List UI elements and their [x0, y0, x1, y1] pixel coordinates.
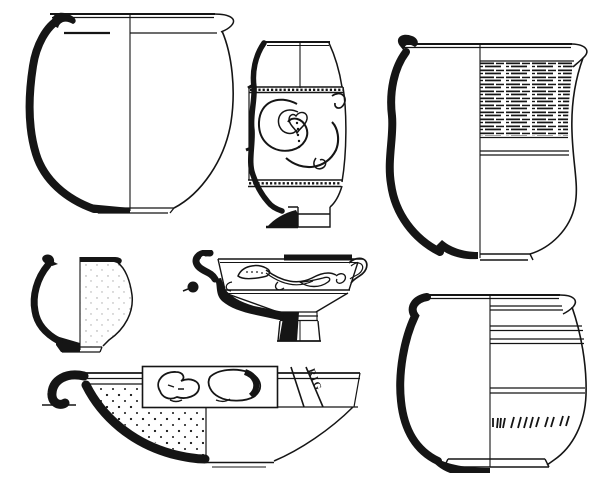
jar-top-right-rilled-band [480, 62, 573, 136]
small-jar-profile [30, 261, 63, 345]
beaker-scroll-decoration [257, 92, 346, 170]
beaker-section-profile [245, 40, 298, 229]
beaker-outline [248, 41, 347, 228]
small-jar-stipple [80, 262, 133, 347]
jar-top-right-section [385, 34, 478, 260]
cup-loop-handle [348, 257, 368, 284]
cup-rim-band [284, 254, 352, 261]
jar-bottom-right-slash-decoration [492, 415, 570, 429]
vessel-small-jar [28, 250, 144, 358]
dish-section-profile [47, 370, 210, 464]
jar-top-left-section [25, 12, 130, 213]
dish-stamp-plan-detail [141, 365, 279, 409]
jar-bottom-right-outline [422, 294, 587, 468]
vessel-beaker-top-center [240, 30, 380, 232]
vessel-jar-top-right [376, 20, 598, 268]
vessel-dish: RIG [20, 355, 364, 471]
vessel-jar-bottom-right [392, 281, 594, 485]
jar-top-left-outline [50, 13, 235, 214]
vessel-carinated-cup [180, 250, 372, 350]
stamp-text: RIG [305, 367, 324, 393]
dish-stippled-section [88, 386, 204, 457]
cup-handle-section [182, 250, 299, 341]
small-jar-outline [59, 257, 133, 353]
cup-tendril-frieze [225, 264, 347, 292]
jar-bottom-right-section [396, 293, 490, 473]
vessel-jar-top-left [18, 2, 238, 224]
